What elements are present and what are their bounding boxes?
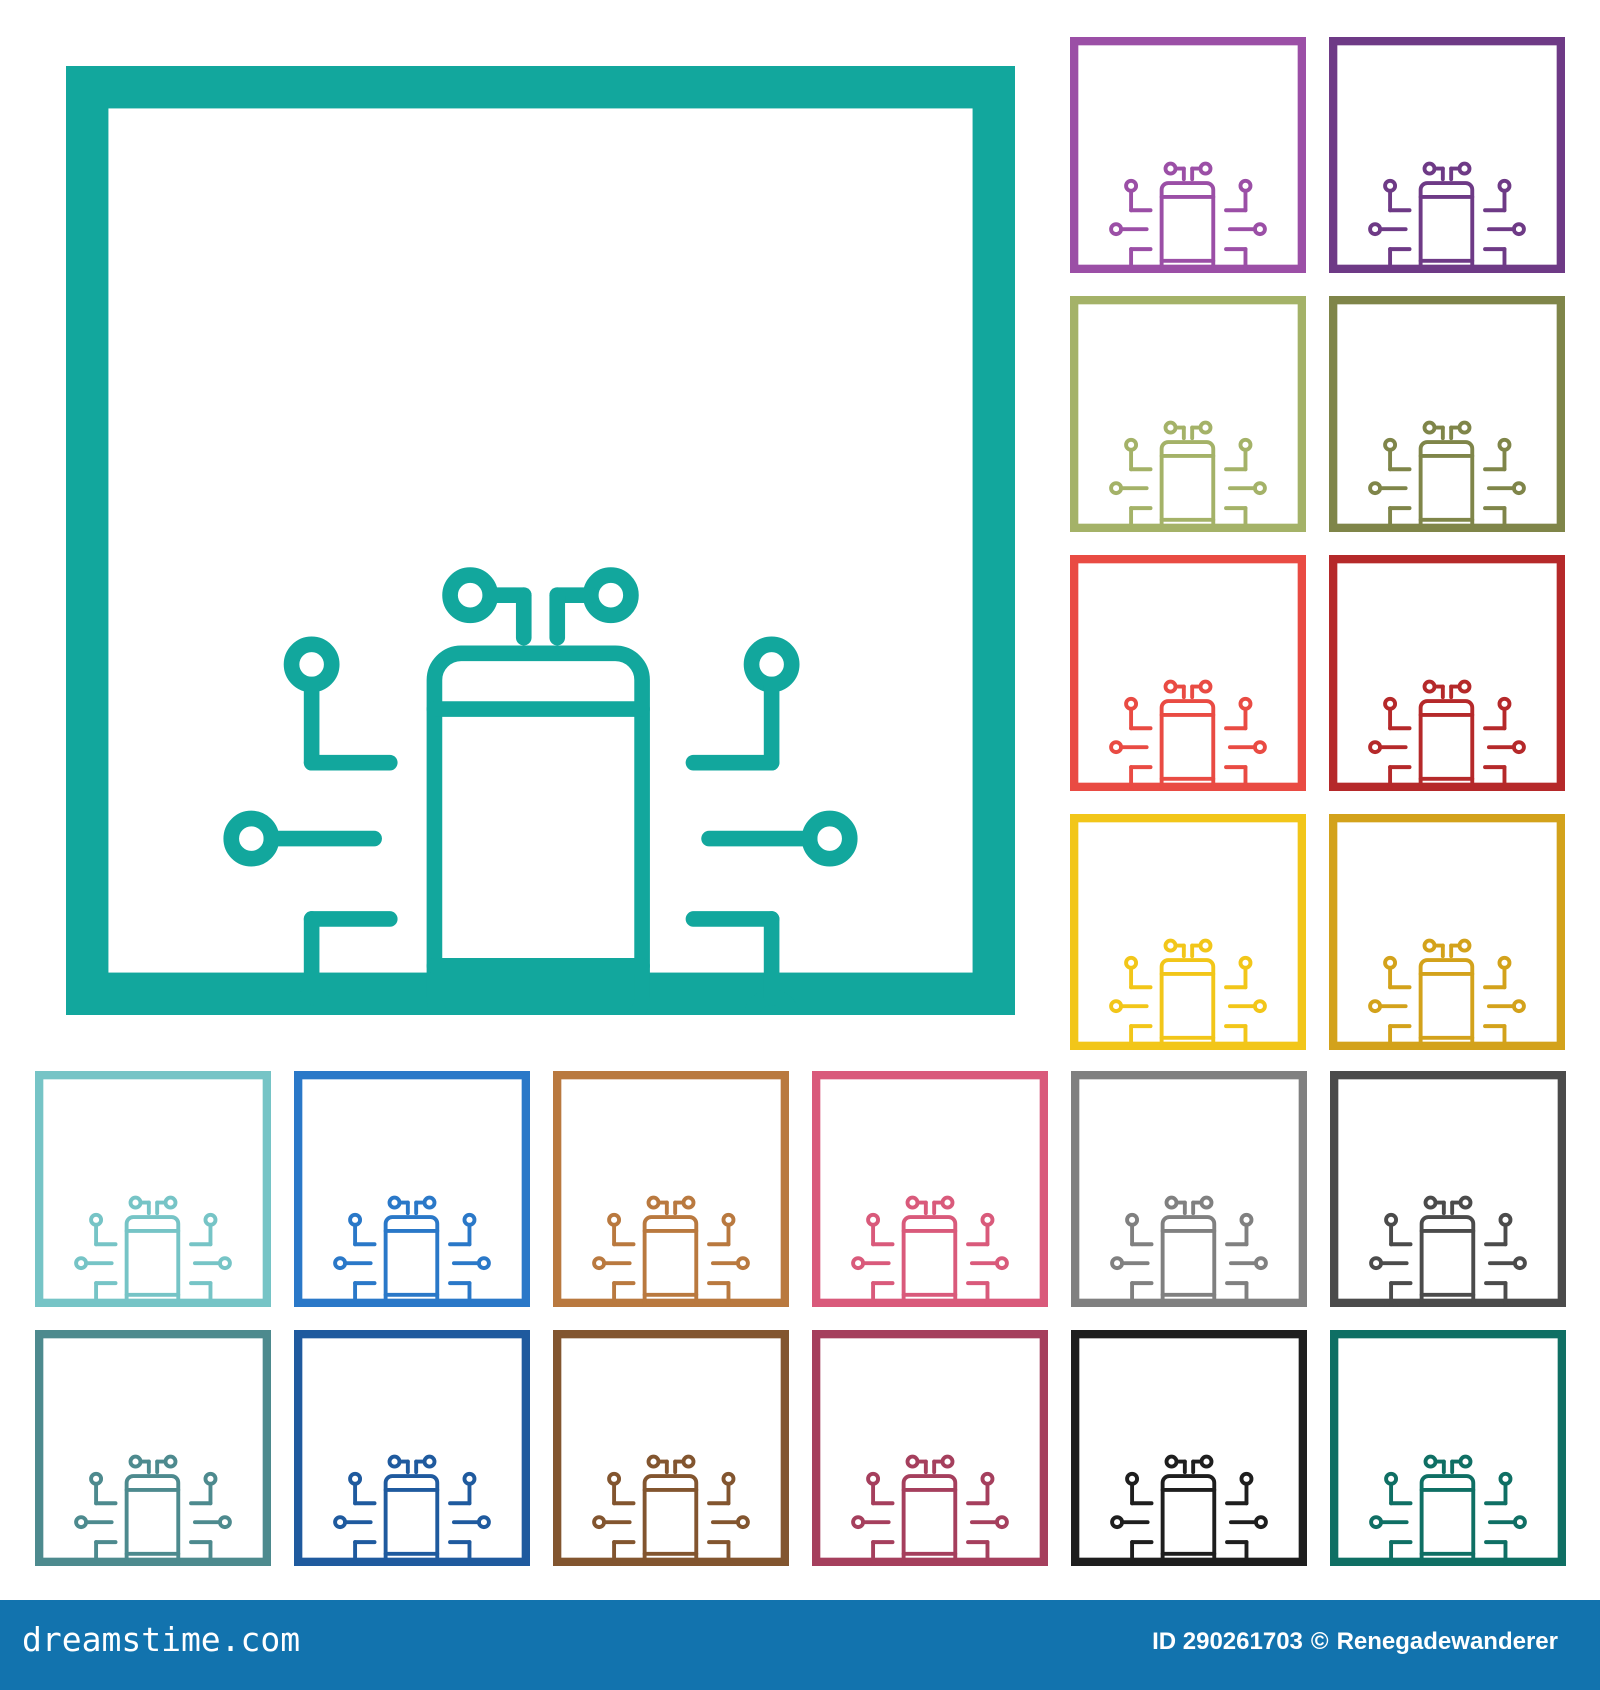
smartphone-circuit-icon — [1329, 37, 1565, 273]
color-variant-tile — [1071, 1330, 1307, 1566]
color-variant-tile — [1070, 555, 1306, 791]
color-variant-tile — [35, 1071, 271, 1307]
smartphone-circuit-icon — [1070, 37, 1306, 273]
color-variant-tile — [1329, 555, 1565, 791]
smartphone-circuit-icon — [1330, 1071, 1566, 1307]
image-id: ID 290261703 — [1152, 1628, 1303, 1655]
color-variant-tile — [1329, 37, 1565, 273]
stock-footer: dreamstime.com ID 290261703 © Renegadewand… — [0, 1600, 1600, 1690]
image-credit: ID 290261703 © Renegadewanderer — [1152, 1628, 1566, 1656]
color-variant-tile — [812, 1330, 1048, 1566]
smartphone-circuit-icon — [553, 1071, 789, 1307]
smartphone-circuit-icon — [812, 1071, 1048, 1307]
smartphone-circuit-icon — [1070, 555, 1306, 791]
color-variant-tile — [1070, 37, 1306, 273]
icon-grid — [35, 37, 1566, 1566]
smartphone-circuit-icon — [1329, 555, 1565, 791]
color-variant-tile — [294, 1071, 530, 1307]
smartphone-circuit-icon — [1071, 1071, 1307, 1307]
color-variant-tile — [1330, 1330, 1566, 1566]
smartphone-circuit-icon — [1070, 814, 1306, 1050]
color-variant-tile — [812, 1071, 1048, 1307]
copyright-symbol: © — [1310, 1628, 1329, 1655]
color-variant-tile — [1329, 296, 1565, 532]
smartphone-circuit-icon — [66, 66, 1015, 1015]
color-variant-tile — [1330, 1071, 1566, 1307]
author-name[interactable]: Renegadewanderer — [1336, 1628, 1558, 1655]
main-icon-tile — [66, 66, 1015, 1015]
color-variant-tile — [35, 1330, 271, 1566]
smartphone-circuit-icon — [812, 1330, 1048, 1566]
smartphone-circuit-icon — [1329, 814, 1565, 1050]
smartphone-circuit-icon — [553, 1330, 789, 1566]
color-variant-tile — [553, 1330, 789, 1566]
smartphone-circuit-icon — [35, 1071, 271, 1307]
brand-logo-text[interactable]: dreamstime.com — [22, 1620, 301, 1659]
smartphone-circuit-icon — [1070, 296, 1306, 532]
smartphone-circuit-icon — [294, 1330, 530, 1566]
smartphone-circuit-icon — [294, 1071, 530, 1307]
smartphone-circuit-icon — [1330, 1330, 1566, 1566]
smartphone-circuit-icon — [1329, 296, 1565, 532]
color-variant-tile — [553, 1071, 789, 1307]
smartphone-circuit-icon — [1071, 1330, 1307, 1566]
color-variant-tile — [1071, 1071, 1307, 1307]
smartphone-circuit-icon — [35, 1330, 271, 1566]
color-variant-tile — [1070, 814, 1306, 1050]
color-variant-tile — [294, 1330, 530, 1566]
color-variant-tile — [1070, 296, 1306, 532]
color-variant-tile — [1329, 814, 1565, 1050]
